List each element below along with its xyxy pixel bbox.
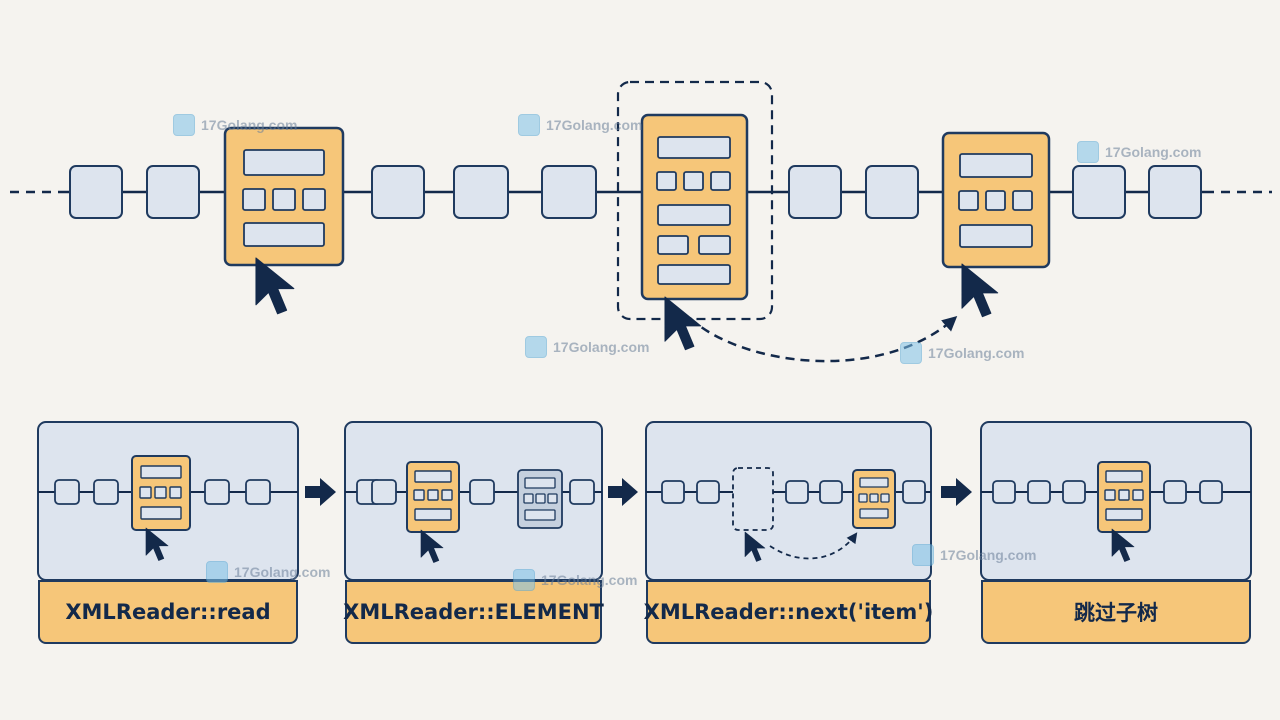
mini-node [902, 480, 926, 504]
mini-node [819, 480, 843, 504]
mini-element-card [852, 469, 896, 529]
step-panel-1 [37, 421, 299, 581]
flow-arrow-icon [305, 478, 336, 506]
cursor-icon [744, 531, 766, 562]
stream-node [865, 165, 919, 219]
cursor-icon [145, 527, 169, 561]
step-label: XMLReader::ELEMENT [343, 580, 604, 644]
mini-element-card [1097, 461, 1151, 533]
stream-node [371, 165, 425, 219]
mini-node [1027, 480, 1051, 504]
flow-arrow-icon [941, 478, 972, 506]
mini-node [992, 480, 1016, 504]
stream-node [1072, 165, 1126, 219]
element-card-read [223, 126, 345, 267]
mini-node [1199, 480, 1223, 504]
mini-element-card [406, 461, 460, 533]
element-card-element [640, 113, 749, 301]
step-panel-2 [344, 421, 603, 581]
mini-element-card [131, 455, 191, 531]
stream-node [146, 165, 200, 219]
cursor-icon [664, 296, 702, 351]
step-label: 跳过子树 [981, 580, 1251, 644]
mini-node [1062, 480, 1086, 504]
skip-arrow [689, 316, 958, 363]
mini-node [661, 480, 685, 504]
mini-node [245, 479, 271, 505]
step-panel-3 [645, 421, 932, 581]
cursor-icon [1111, 528, 1135, 562]
skipped-element-placeholder [732, 467, 774, 531]
skip-arrow [769, 532, 858, 560]
step-label: XMLReader::read [38, 580, 298, 644]
element-card-next [941, 131, 1051, 269]
mini-node [469, 479, 495, 505]
skip-highlight-box [616, 80, 774, 321]
cursor-icon [255, 257, 295, 315]
stream-node [453, 165, 509, 219]
stream-node [788, 165, 842, 219]
step-label: XMLReader::next('item') [644, 580, 933, 644]
stream-node [1148, 165, 1202, 219]
mini-node [54, 479, 80, 505]
mini-node [371, 479, 397, 505]
mini-node [204, 479, 230, 505]
mini-node [1163, 480, 1187, 504]
cursor-icon [961, 263, 999, 318]
mini-node [569, 479, 595, 505]
mini-node [785, 480, 809, 504]
mini-node [696, 480, 720, 504]
mini-element-card-muted [517, 469, 563, 529]
mini-node [93, 479, 119, 505]
top-stream [10, 80, 1272, 363]
stream-node [69, 165, 123, 219]
flow-arrow-icon [608, 478, 638, 506]
cursor-icon [420, 529, 444, 563]
step-panel-4 [980, 421, 1252, 581]
stream-node [541, 165, 597, 219]
